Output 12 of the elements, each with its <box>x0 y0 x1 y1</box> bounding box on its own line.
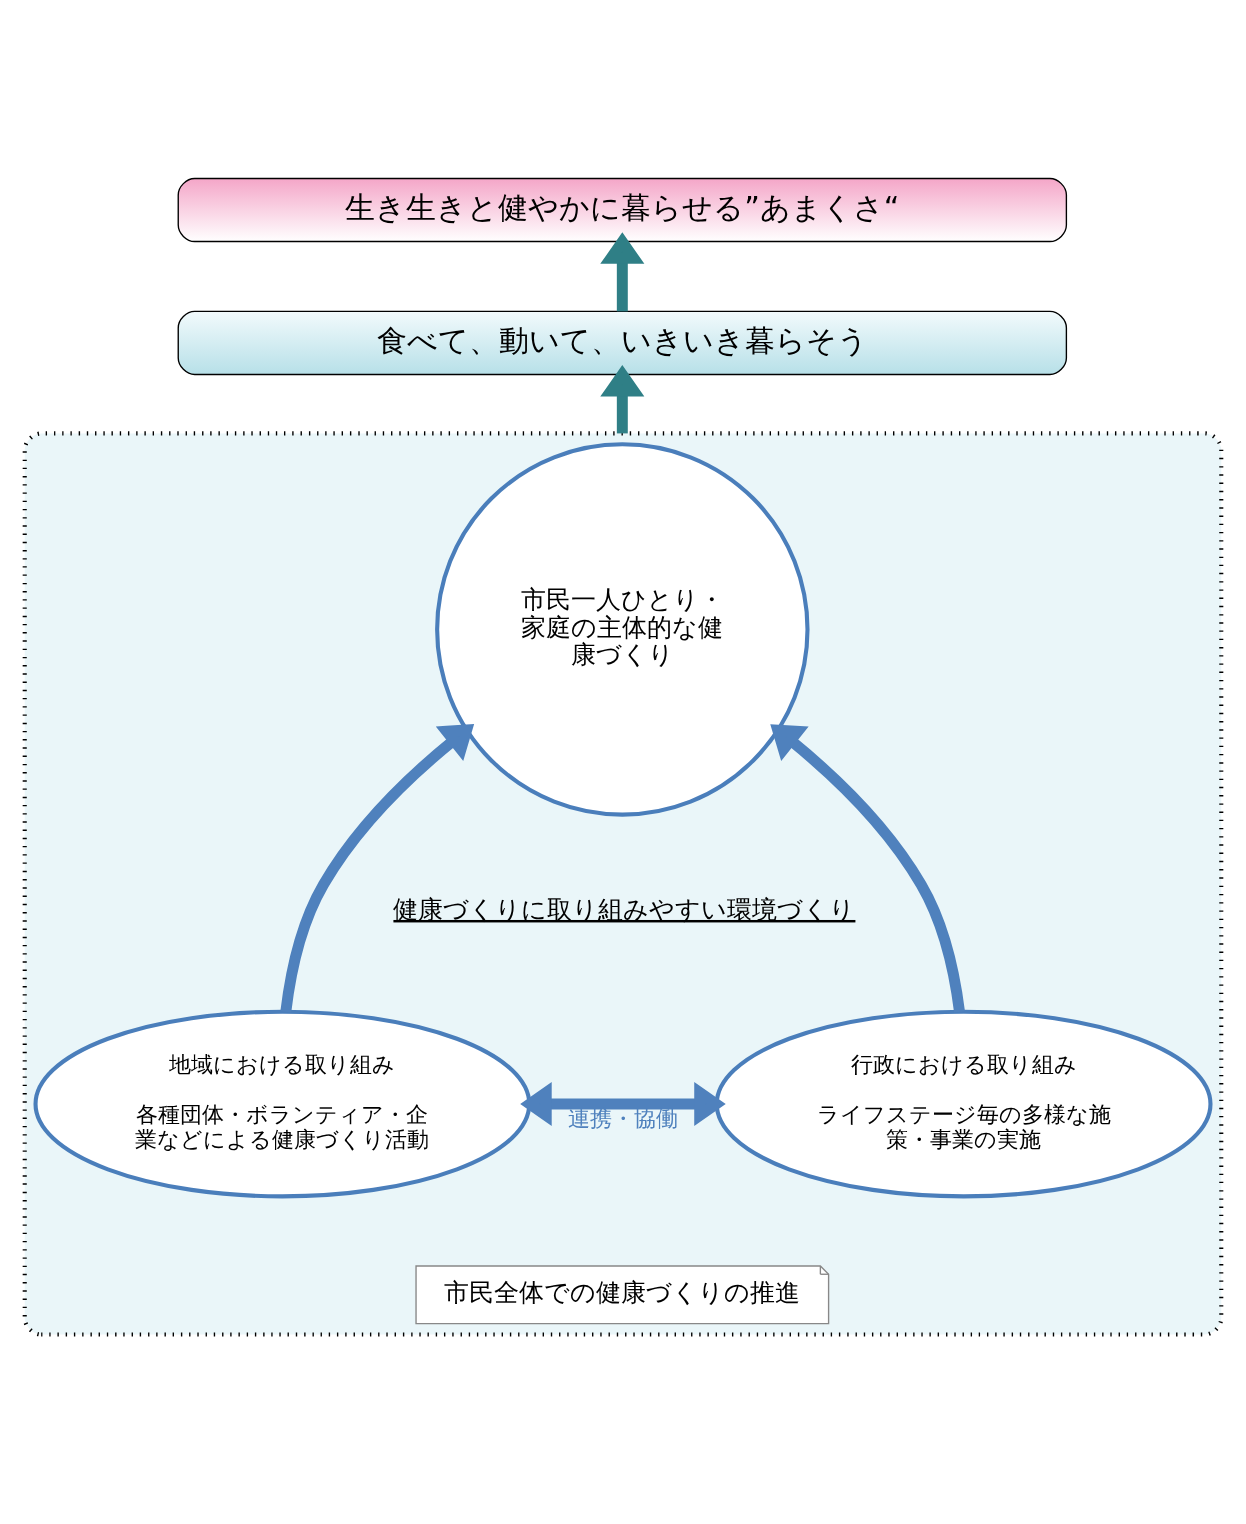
arrow <box>520 1082 726 1127</box>
node-box: 生き生きと健やかに暮らせる”あまくさ“ <box>177 177 1068 243</box>
node-ellipse: 行政における取り組み ライフステージ毎の多様な施策・事業の実施 <box>714 1009 1213 1199</box>
arrow <box>600 365 645 434</box>
edge-label: 連携・協働 <box>568 1105 678 1131</box>
cluster <box>22 431 1224 1337</box>
arrow <box>770 724 965 1013</box>
label: 健康づくりに取り組みやすい環境づくり <box>393 894 856 924</box>
arrow <box>280 724 475 1013</box>
node-ellipse: 地域における取り組み 各種団体・ボランティア・企業などによる健康づくり活動 <box>33 1009 532 1199</box>
node-box: 食べて、動いて、いきいき暮らそう <box>177 310 1068 376</box>
arrow <box>600 232 645 312</box>
